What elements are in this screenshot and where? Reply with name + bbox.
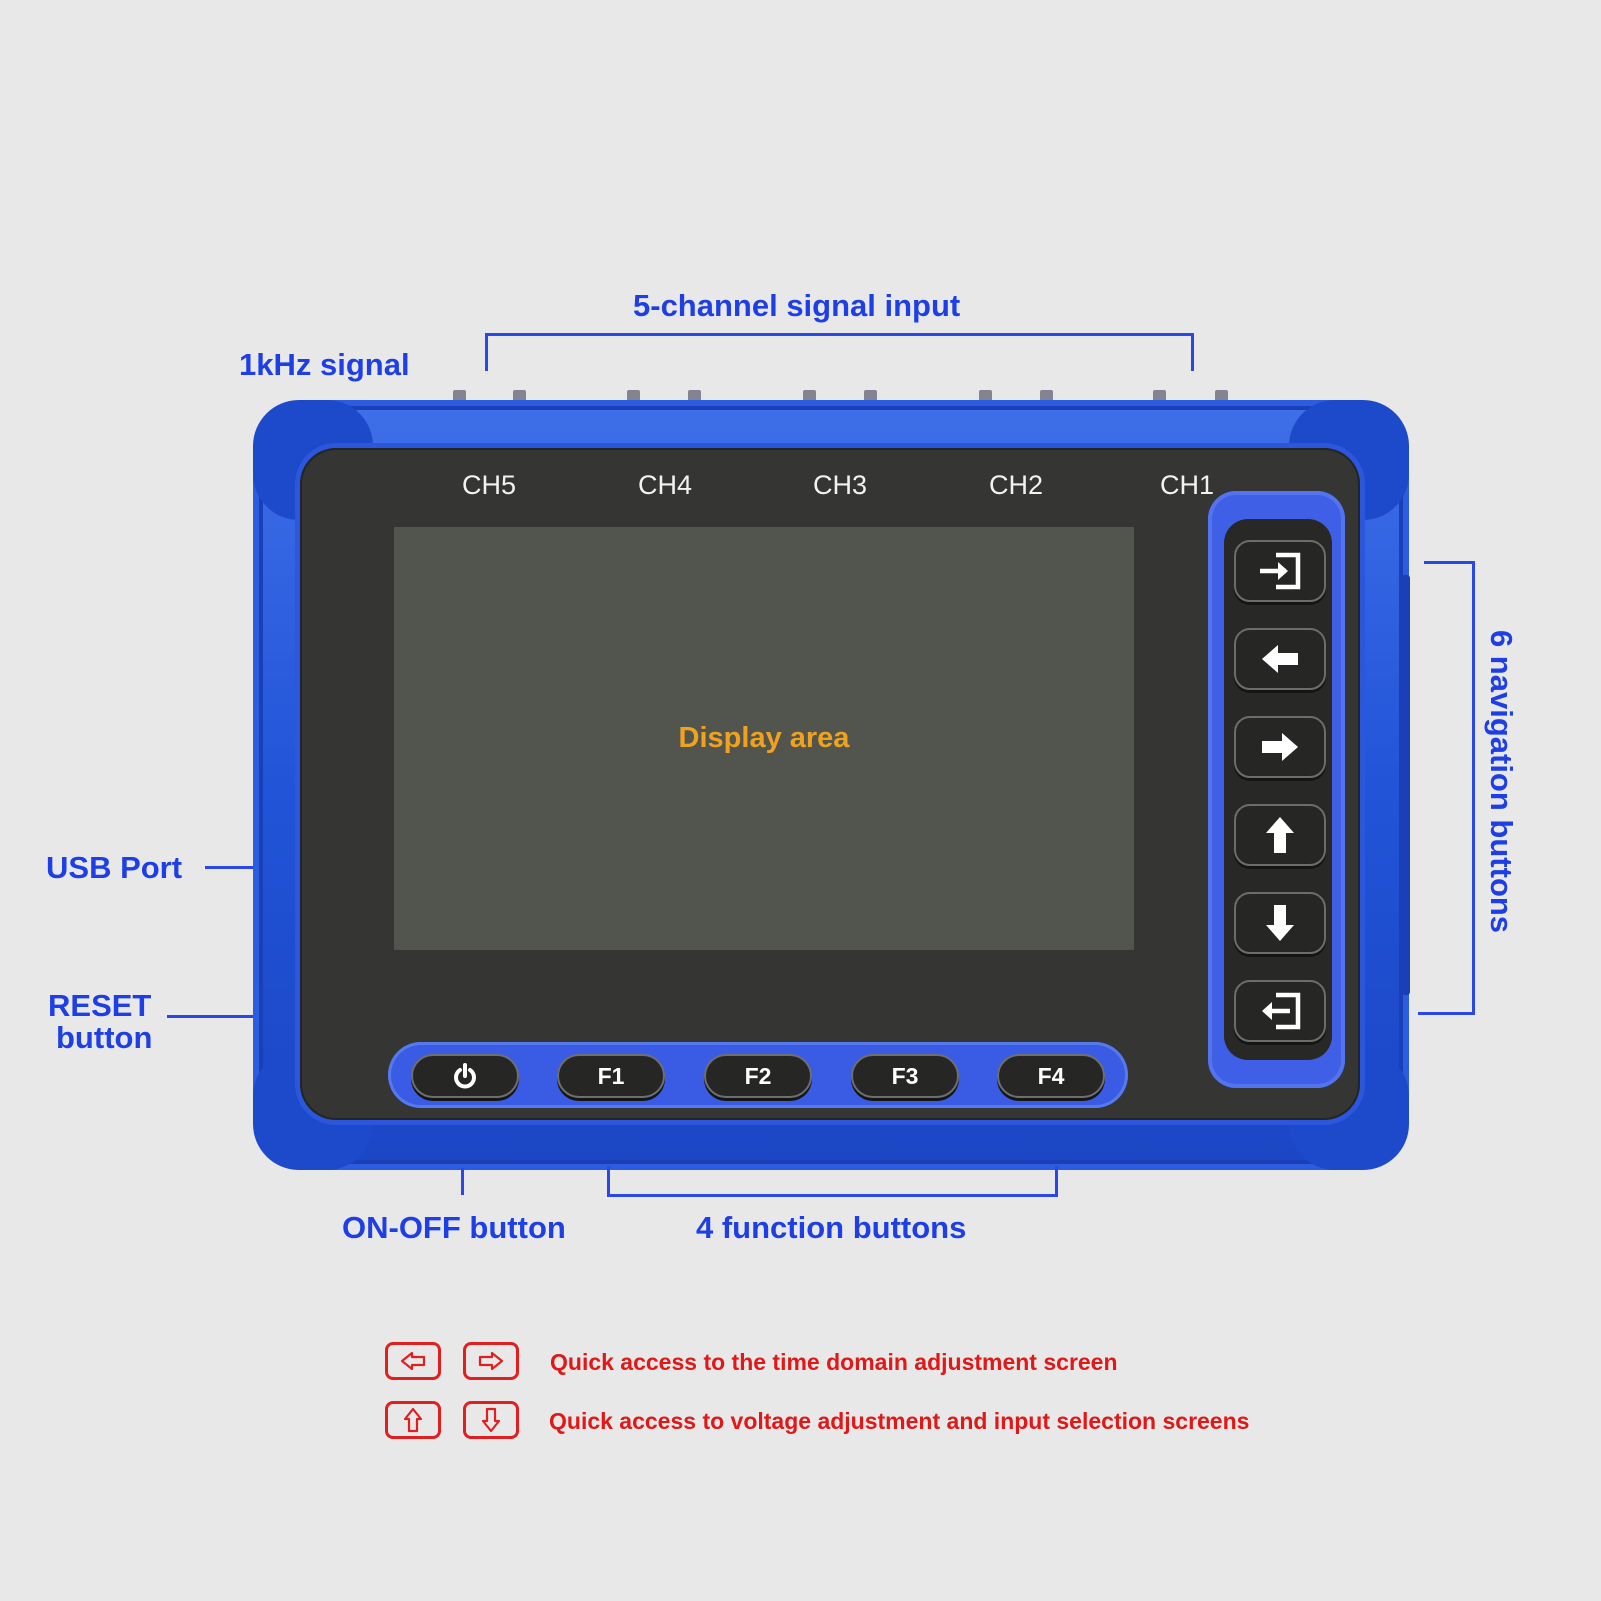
- reset-label-line1: RESET: [48, 988, 152, 1023]
- exit-icon: [1262, 992, 1301, 1030]
- channel-bracket-top: [485, 333, 1194, 336]
- enter-icon: [1260, 552, 1301, 590]
- reset-label-line2: button: [56, 1020, 153, 1055]
- channel-input-label: 5-channel signal input: [633, 288, 961, 323]
- legend-time-domain-text: Quick access to the time domain adjustme…: [550, 1349, 1118, 1375]
- nav-down-button[interactable]: [1234, 892, 1326, 954]
- power-icon: [454, 1063, 476, 1089]
- legend-voltage-text: Quick access to voltage adjustment and i…: [549, 1408, 1250, 1434]
- f4-button[interactable]: F4: [997, 1054, 1105, 1098]
- channel-bracket-left: [485, 333, 488, 371]
- display-screen: Display area: [394, 527, 1134, 950]
- arrow-up-outline-icon: [403, 1407, 423, 1433]
- onoff-leader: [461, 1168, 464, 1195]
- nav-exit-button[interactable]: [1234, 980, 1326, 1042]
- arrow-up-icon: [1266, 817, 1294, 853]
- onoff-label: ON-OFF button: [342, 1210, 566, 1245]
- legend-up-key: [385, 1401, 441, 1439]
- nav-enter-button[interactable]: [1234, 540, 1326, 602]
- nav-bracket-side: [1472, 561, 1475, 1015]
- function-label: 4 function buttons: [696, 1210, 967, 1245]
- nav-up-button[interactable]: [1234, 804, 1326, 866]
- signal-label: 1kHz signal: [239, 347, 410, 382]
- side-grip: [1402, 575, 1410, 995]
- channel-label-ch2: CH2: [988, 470, 1043, 500]
- channel-label-ch4: CH4: [637, 470, 692, 500]
- function-bracket-bottom: [607, 1194, 1058, 1197]
- nav-bracket-bottom: [1418, 1012, 1475, 1015]
- legend-right-key: [463, 1342, 519, 1380]
- f3-button[interactable]: F3: [851, 1054, 959, 1098]
- legend-left-key: [385, 1342, 441, 1380]
- channel-label-ch5: CH5: [461, 470, 516, 500]
- power-button[interactable]: [411, 1054, 519, 1098]
- display-area-label: Display area: [678, 722, 850, 754]
- f2-button[interactable]: F2: [704, 1054, 812, 1098]
- channel-label-ch3: CH3: [812, 470, 867, 500]
- nav-bracket-top: [1424, 561, 1474, 564]
- reset-leader: [167, 1015, 253, 1018]
- function-bracket-right: [1055, 1166, 1058, 1197]
- function-bracket-left: [607, 1166, 610, 1197]
- arrow-right-outline-icon: [478, 1351, 504, 1371]
- arrow-left-outline-icon: [400, 1351, 426, 1371]
- f1-button[interactable]: F1: [557, 1054, 665, 1098]
- arrow-down-outline-icon: [481, 1407, 501, 1433]
- usb-port-label: USB Port: [46, 850, 183, 885]
- channel-label-ch1: CH1: [1159, 470, 1214, 500]
- nav-panel-inner: [1224, 519, 1332, 1060]
- usb-port-leader: [205, 866, 253, 869]
- navigation-label: 6 navigation buttons: [1484, 629, 1519, 934]
- legend-down-key: [463, 1401, 519, 1439]
- nav-left-button[interactable]: [1234, 628, 1326, 690]
- nav-right-button[interactable]: [1234, 716, 1326, 778]
- channel-bracket-right: [1191, 333, 1194, 371]
- arrow-right-icon: [1262, 733, 1298, 761]
- arrow-left-icon: [1262, 645, 1298, 673]
- arrow-down-icon: [1266, 905, 1294, 941]
